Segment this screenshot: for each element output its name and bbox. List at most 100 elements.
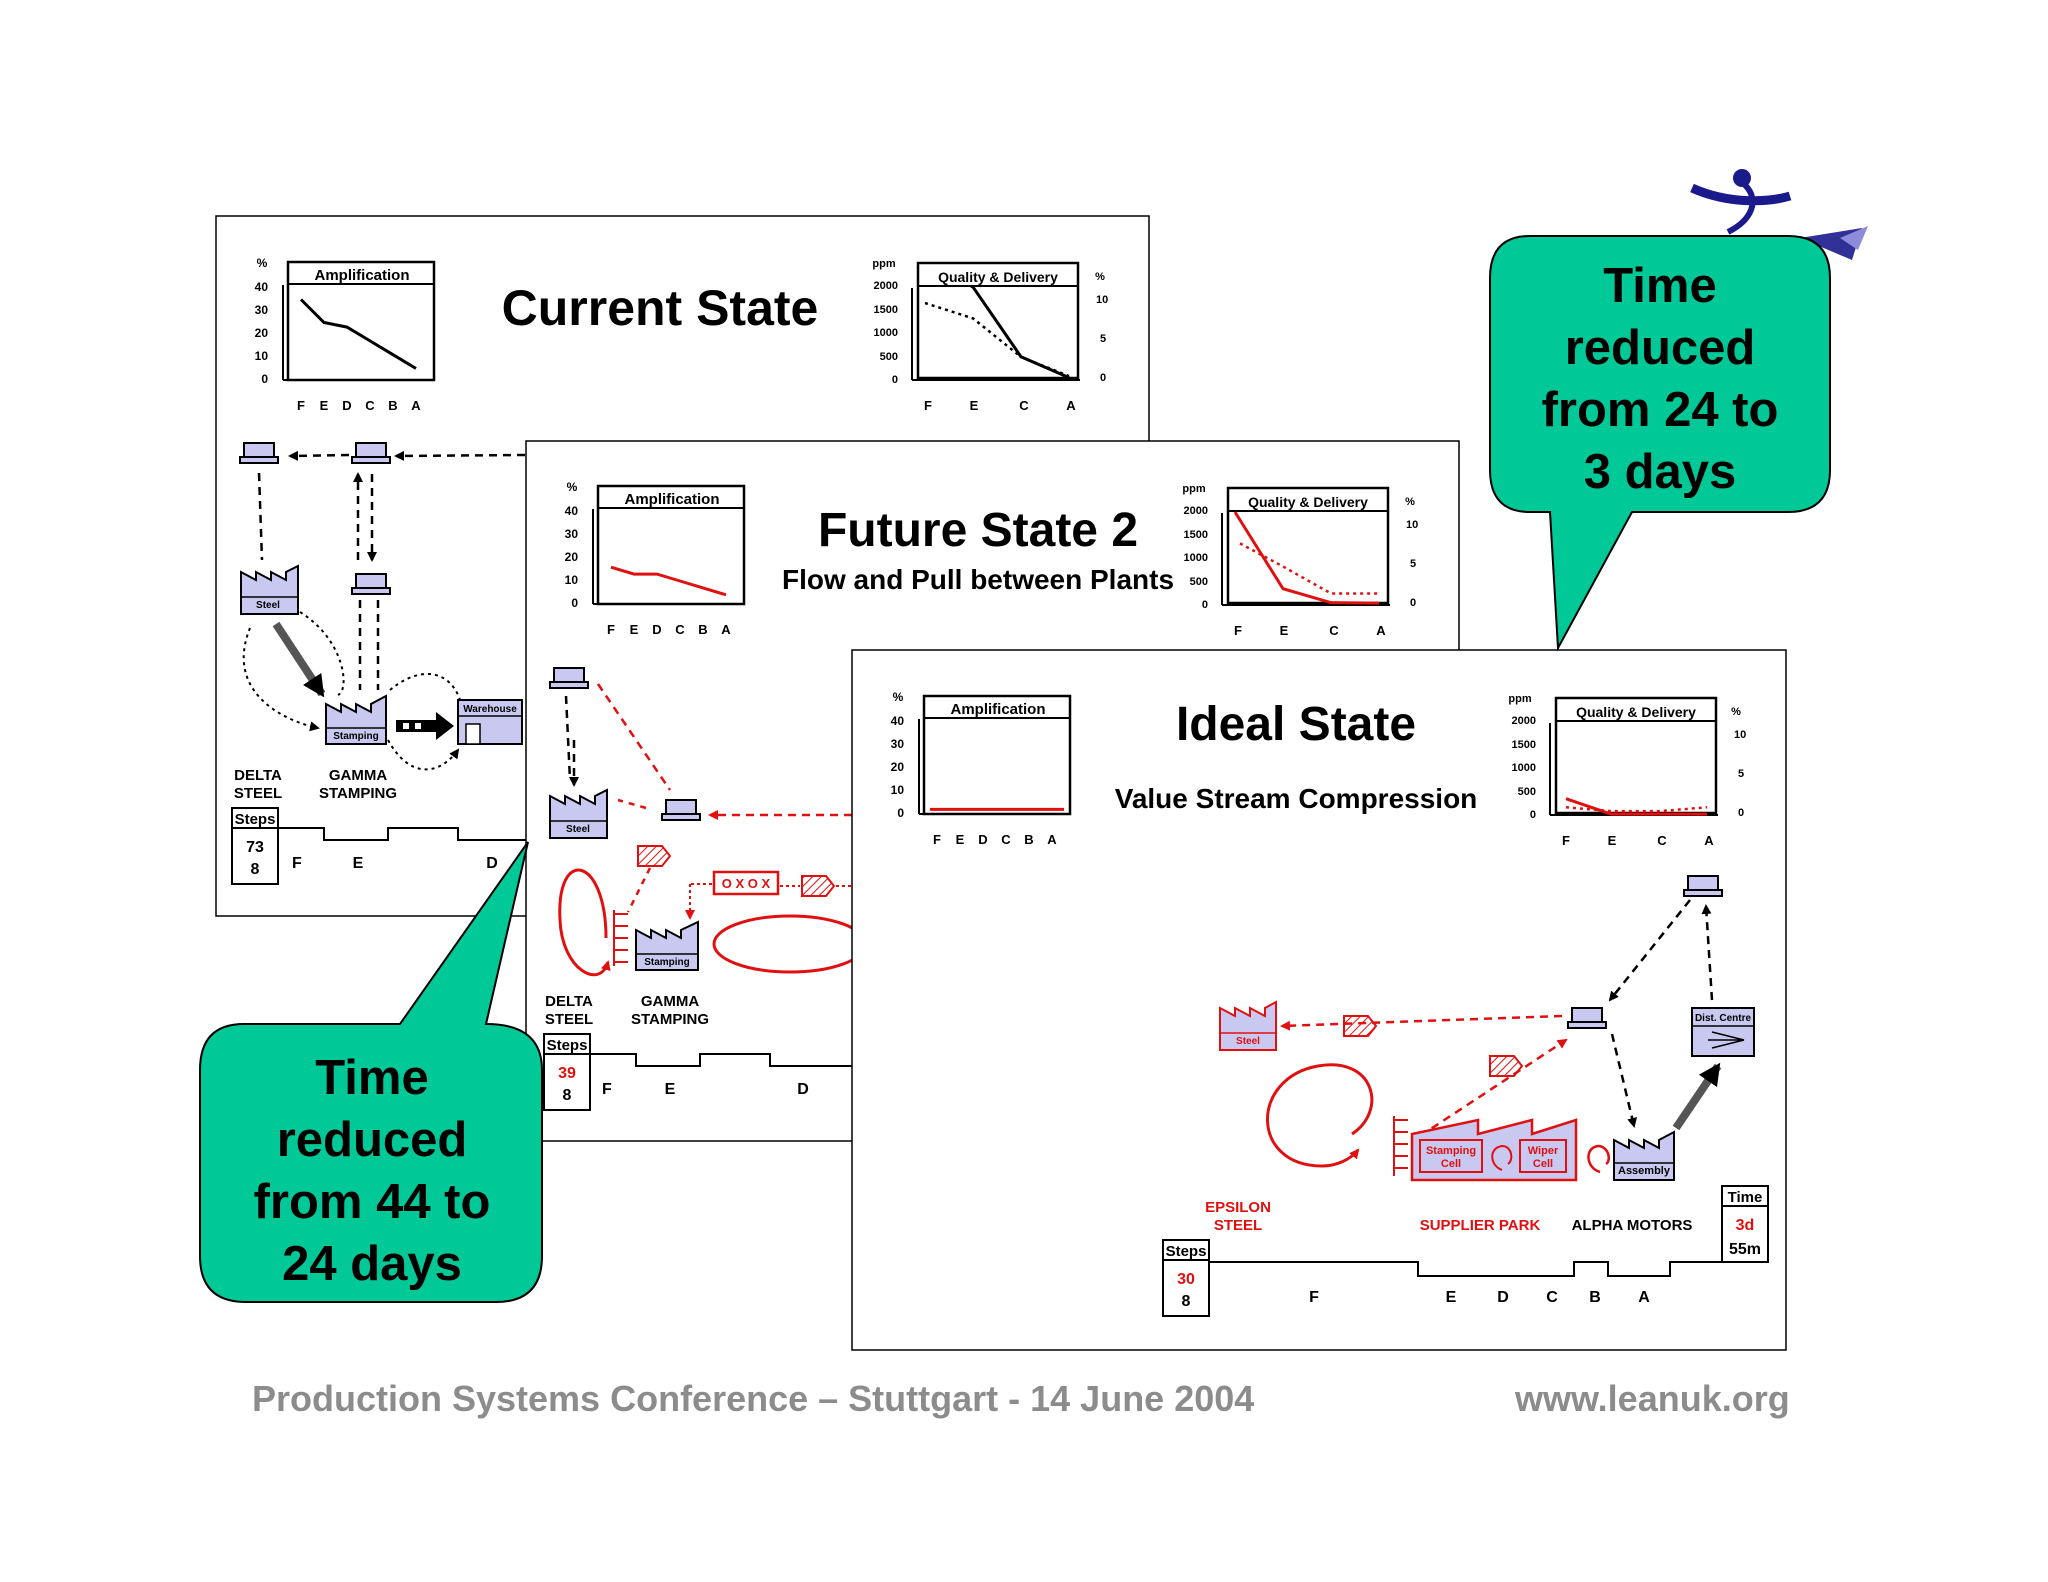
future-qd-ytick-right: 5 — [1410, 558, 1416, 570]
future-amp-ytick: 0 — [571, 596, 578, 610]
ideal-steel-factory-icon: Steel — [1219, 1000, 1277, 1051]
future-withdrawal-kanban-icon — [637, 845, 672, 867]
current-timeline — [278, 827, 528, 841]
ideal-qd-xtick: A — [1704, 833, 1714, 848]
callout-bottom-left-line: from 44 to — [254, 1175, 491, 1229]
ideal-kanban-card-icon-1 — [1343, 1015, 1378, 1037]
future-qd-pct-series — [1239, 542, 1379, 595]
ideal-timeline-label: E — [1446, 1289, 1457, 1306]
ideal-steel-label: Steel — [1236, 1036, 1260, 1047]
future-amp-series — [610, 565, 727, 597]
ideal-state-subtitle: Value Stream Compression — [1115, 783, 1478, 814]
future-gamma-label: GAMMA — [641, 993, 699, 1010]
callout-bottom-left-line: Time — [315, 1051, 428, 1105]
future-steel-label: Steel — [566, 824, 590, 835]
callout-top-right-line: 3 days — [1584, 445, 1737, 499]
current-state-title: Current State — [502, 280, 819, 336]
future-qd-ytick: 2000 — [1184, 505, 1208, 517]
future-timeline-label: E — [665, 1081, 676, 1098]
current-amp-unit: % — [257, 256, 268, 270]
ideal-steps-value: 30 — [1177, 1271, 1195, 1288]
callout-top-right: Time reduced from 24 to 3 days — [1489, 235, 1831, 652]
ideal-state-panel: Ideal State Value Stream Compression Amp… — [851, 649, 1787, 1351]
ideal-qd-ppm-series — [1565, 797, 1707, 816]
current-stamping-factory-icon: Stamping — [325, 694, 387, 745]
current-amp-title: Amplification — [314, 267, 409, 284]
ideal-wiper-cell-label: Wiper — [1528, 1145, 1559, 1157]
ideal-state-title: Ideal State — [1176, 698, 1416, 751]
current-qd-title: Quality & Delivery — [938, 269, 1058, 285]
current-kanban-post-1 — [239, 442, 279, 464]
ideal-qd-ytick: 500 — [1518, 786, 1536, 798]
footer-conference: Production Systems Conference – Stuttgar… — [252, 1378, 1255, 1419]
current-qd-ytick-right: 0 — [1100, 372, 1106, 384]
future-kanban-card-icon — [801, 875, 836, 897]
future-amp-ytick: 10 — [565, 573, 579, 587]
current-stamping-label: Stamping — [333, 731, 379, 742]
future-qd-unit-right: % — [1405, 496, 1415, 508]
future-kanban-post-1 — [549, 667, 589, 689]
ideal-assembly-factory-icon: Assembly — [1613, 1130, 1675, 1181]
ideal-timeline-label: D — [1497, 1289, 1509, 1306]
ideal-amp-xtick: D — [978, 832, 987, 847]
future-qd-ytick: 0 — [1202, 599, 1208, 611]
callout-bottom-left: Time reduced from 44 to 24 days — [199, 841, 543, 1303]
current-amp-series — [299, 298, 417, 370]
ideal-alpha-motors-label: ALPHA MOTORS — [1572, 1217, 1693, 1234]
ideal-epsilon-label: STEEL — [1214, 1217, 1262, 1234]
current-qd-unit-right: % — [1095, 271, 1105, 283]
current-gamma-label: GAMMA — [329, 767, 387, 784]
current-steps-value: 8 — [251, 861, 260, 878]
ideal-timeline — [1209, 1261, 1722, 1277]
current-amp-xtick: A — [411, 398, 421, 413]
future-amp-title: Amplification — [624, 491, 719, 508]
ideal-timeline-label: B — [1589, 1289, 1601, 1306]
future-state-subtitle: Flow and Pull between Plants — [782, 564, 1174, 595]
future-steps-label: Steps — [547, 1037, 588, 1054]
future-timeline — [590, 1053, 852, 1067]
ideal-qd-ytick-right: 5 — [1738, 768, 1744, 780]
ideal-steps-label: Steps — [1166, 1243, 1207, 1260]
ideal-qd-pct-series — [1565, 806, 1708, 813]
ideal-qd-ytick: 1500 — [1512, 739, 1536, 751]
ideal-qd-xtick: C — [1657, 833, 1667, 848]
current-amp-ytick: 30 — [255, 303, 269, 317]
current-qd-xtick: E — [970, 398, 979, 413]
future-kanban-post-2 — [661, 799, 701, 821]
current-amp-ytick: 20 — [255, 326, 269, 340]
current-steps-box: Steps 73 8 — [231, 807, 279, 885]
ideal-kanban-card-icon-2 — [1489, 1055, 1524, 1077]
ideal-amp-xtick: E — [956, 832, 965, 847]
future-amplification-chart: Amplification % 40 30 20 10 0 F E D C B … — [565, 480, 746, 637]
ideal-amp-xtick: C — [1001, 832, 1011, 847]
ideal-steps-box: Steps 30 8 — [1162, 1239, 1210, 1317]
ideal-qd-xtick: E — [1608, 833, 1617, 848]
current-qd-unit-left: ppm — [872, 258, 895, 270]
future-qd-ppm-series — [1233, 511, 1380, 605]
current-amplification-chart: Amplification % 40 30 20 10 0 F E D C B … — [255, 256, 436, 413]
future-delta-label: STEEL — [545, 1011, 593, 1028]
ideal-kanban-post-mid — [1567, 1007, 1607, 1029]
current-qd-xtick: C — [1019, 398, 1029, 413]
current-amp-xtick: F — [297, 398, 305, 413]
future-qd-ytick-right: 10 — [1406, 519, 1418, 531]
ideal-amplification-chart: Amplification % 40 30 20 10 0 F E D C B … — [891, 690, 1072, 847]
ideal-assembly-label: Assembly — [1618, 1165, 1671, 1177]
current-steps-value: 73 — [246, 839, 264, 856]
current-warehouse-label: Warehouse — [463, 704, 517, 715]
future-timeline-label: F — [602, 1081, 612, 1098]
ideal-supermarket-icon — [1393, 1116, 1408, 1176]
future-kanban-signal-label: O X O X — [722, 876, 771, 891]
future-delta-label: DELTA — [545, 993, 593, 1010]
current-amp-xtick: C — [365, 398, 375, 413]
ideal-time-box: Time 3d 55m — [1721, 1185, 1769, 1263]
ideal-amp-xtick: F — [933, 832, 941, 847]
current-qd-xtick: A — [1066, 398, 1076, 413]
current-amp-xtick: E — [320, 398, 329, 413]
future-quality-delivery-chart: Quality & Delivery ppm % 2000 1500 1000 … — [1182, 483, 1418, 638]
callout-bottom-left-line: reduced — [277, 1113, 468, 1167]
current-amp-ytick: 10 — [255, 349, 269, 363]
future-amp-xtick: A — [721, 622, 731, 637]
ideal-time-value: 55m — [1729, 1241, 1761, 1258]
